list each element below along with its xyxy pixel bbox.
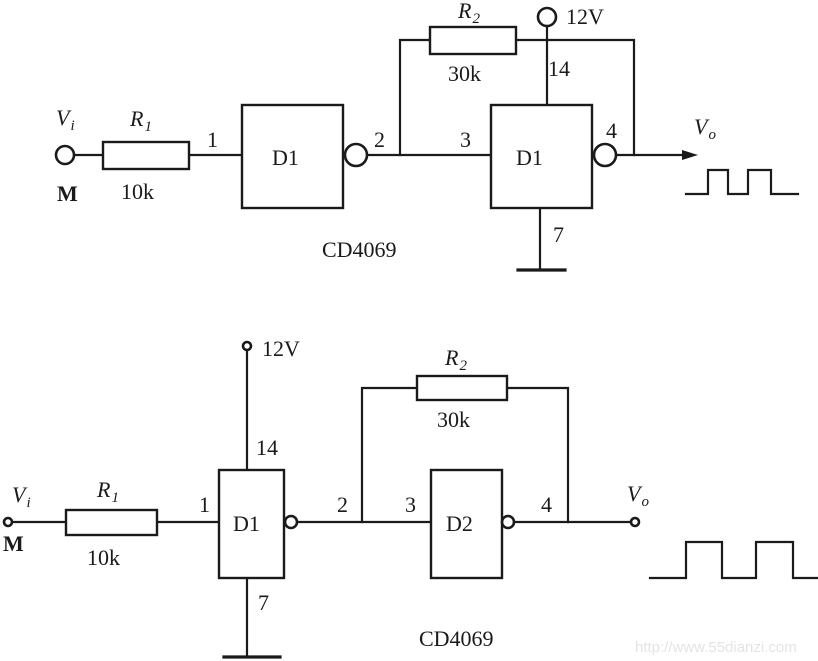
top-resistor-r2 [428, 25, 518, 56]
bottom-gate2-output-bubble-icon [500, 514, 516, 530]
bottom-supply-terminal-icon [241, 340, 253, 352]
top-gate2-output-bubble-icon [592, 142, 618, 168]
top-gate1-inverter [240, 103, 345, 210]
bottom-gate1-pin-in: 1 [199, 492, 210, 517]
bottom-gate1-label: D1 [233, 511, 260, 536]
bottom-gate1-inverter [217, 468, 286, 580]
bottom-gate1-pin-out: 2 [337, 492, 348, 517]
top-ground-label: M [57, 181, 78, 206]
bottom-gate2-pin-in: 3 [405, 492, 416, 517]
top-circuit: Vi M R1 10k 1 D1 2 3 D1 4 14 7 R2 30k 12… [54, 0, 800, 272]
bottom-gate2-label: D2 [446, 511, 473, 536]
top-square-wave-icon [684, 168, 800, 196]
top-supply-label: 12V [566, 4, 604, 29]
top-gate2-pin-gnd: 7 [553, 222, 564, 247]
bottom-gate1-pin-gnd: 7 [258, 590, 269, 615]
top-output-arrow-icon [682, 150, 698, 160]
bottom-input-terminal-icon [2, 516, 14, 528]
top-r2-name: R2 [457, 0, 480, 27]
top-r1-name: R1 [129, 106, 152, 135]
bottom-square-wave-icon [648, 540, 818, 580]
top-input-symbol: Vi [56, 105, 75, 134]
top-resistor-r1 [101, 140, 191, 171]
top-gate2-inverter [489, 103, 594, 210]
bottom-resistor-r1 [64, 508, 159, 537]
bottom-supply-label: 12V [262, 336, 300, 361]
bottom-gate1-pin-vdd: 14 [256, 435, 278, 460]
bottom-resistor-r2 [415, 374, 509, 402]
top-chip-label: CD4069 [322, 237, 397, 262]
top-gate2-pin-out: 4 [606, 118, 617, 143]
top-input-terminal-icon [54, 144, 76, 166]
bottom-output-symbol: Vo [627, 481, 649, 510]
bottom-circuit: Vi M R1 10k 1 D1 2 14 7 3 D2 4 R2 30k 12… [2, 336, 818, 659]
top-r2-value: 30k [448, 61, 481, 86]
bottom-feedback-left-wire [360, 386, 419, 524]
top-gate1-pin-out: 2 [374, 127, 385, 152]
bottom-chip-label: CD4069 [419, 626, 494, 651]
bottom-r1-value: 10k [87, 545, 120, 570]
bottom-gate1-output-bubble-icon [283, 514, 299, 530]
bottom-ground-label: M [3, 531, 24, 556]
top-feedback-right-wire [514, 38, 636, 157]
watermark: http://www.55dianzi.com [635, 639, 797, 656]
top-supply-terminal-icon [536, 6, 558, 28]
top-gate2-pin-in: 3 [460, 127, 471, 152]
bottom-r2-name: R2 [444, 345, 467, 374]
top-gate2-label: D1 [516, 145, 543, 170]
top-gate1-label: D1 [272, 145, 299, 170]
top-feedback-left-wire [398, 38, 432, 157]
top-output-symbol: Vo [694, 114, 716, 143]
top-gate2-pin-vdd: 14 [548, 56, 570, 81]
bottom-gate2-pin-out: 4 [541, 492, 552, 517]
bottom-input-symbol: Vi [12, 482, 31, 511]
top-input-sub: i [70, 118, 74, 134]
bottom-r2-value: 30k [437, 407, 470, 432]
top-r1-value: 10k [121, 179, 154, 204]
top-gate1-output-bubble-icon [343, 142, 369, 168]
bottom-output-terminal-icon [629, 516, 641, 528]
bottom-feedback-right-wire [505, 386, 570, 524]
bottom-r1-name: R1 [96, 477, 119, 506]
top-gate1-pin-in: 1 [207, 127, 218, 152]
